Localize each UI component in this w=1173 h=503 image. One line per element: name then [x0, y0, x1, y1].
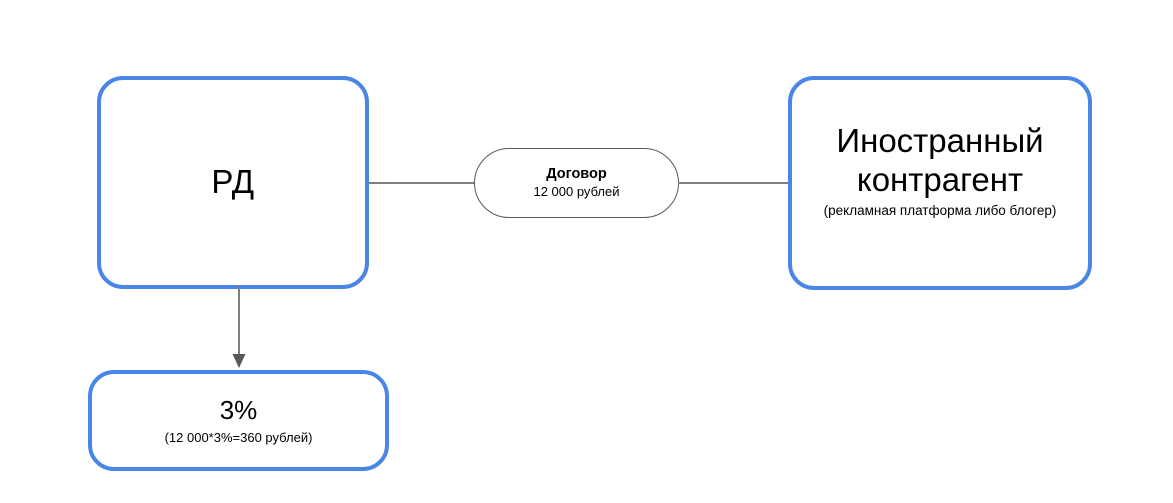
edge-label-contract-title: Договор: [546, 166, 607, 183]
node-percent[interactable]: 3% (12 000*3%=360 рублей): [88, 370, 389, 471]
node-percent-title: 3%: [219, 394, 258, 425]
connector-contract-to-foreign: [678, 182, 789, 184]
node-foreign-counterparty-title: Иностранный контрагент: [836, 122, 1044, 198]
edge-label-contract[interactable]: Договор 12 000 рублей: [474, 148, 679, 218]
arrow-rd-to-percent: [232, 286, 246, 368]
node-foreign-counterparty-subtitle: (рекламная платформа либо блогер): [823, 202, 1057, 218]
node-foreign-counterparty[interactable]: Иностранный контрагент (рекламная платфо…: [788, 76, 1092, 290]
connector-rd-to-contract: [369, 182, 475, 184]
node-percent-subtitle: (12 000*3%=360 рублей): [164, 429, 313, 445]
edge-label-contract-amount: 12 000 рублей: [533, 184, 620, 200]
node-rd[interactable]: РД: [97, 76, 369, 289]
node-rd-title: РД: [211, 163, 255, 201]
